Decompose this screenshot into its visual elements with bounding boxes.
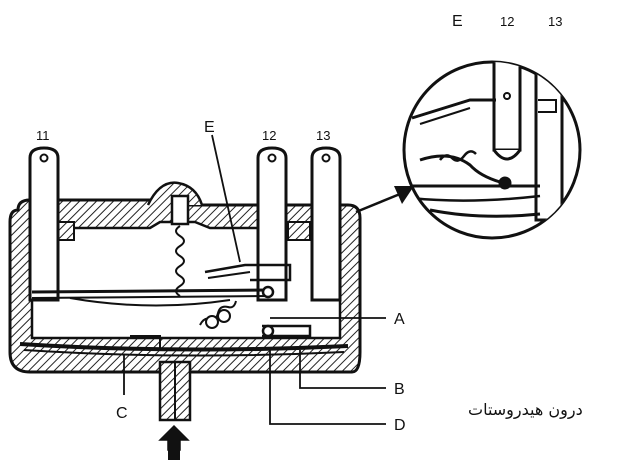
label-terminal-12: 12 bbox=[262, 128, 276, 143]
leader-lines bbox=[123, 134, 386, 425]
inset-label-terminal-12: 12 bbox=[500, 14, 514, 29]
terminal-11 bbox=[28, 146, 60, 302]
diaphragm bbox=[19, 335, 349, 357]
inset-label-terminal-13: 13 bbox=[548, 14, 562, 29]
label-terminal-13: 13 bbox=[316, 128, 330, 143]
pressure-arrow-icon bbox=[158, 424, 190, 460]
inset-label-e: E bbox=[452, 13, 463, 30]
terminal-12 bbox=[256, 146, 288, 302]
label-a: A bbox=[394, 311, 405, 328]
inset-magnified-view bbox=[402, 60, 582, 240]
housing bbox=[8, 181, 362, 374]
label-e: E bbox=[204, 119, 215, 136]
contact-lever bbox=[31, 263, 312, 338]
terminal-13 bbox=[310, 146, 342, 302]
coil-spring bbox=[175, 225, 237, 329]
diagram-caption: درون هیدروستات bbox=[468, 400, 583, 419]
label-c: C bbox=[116, 405, 128, 422]
label-d: D bbox=[394, 417, 406, 434]
magnify-arrow bbox=[355, 186, 414, 214]
label-b: B bbox=[394, 381, 405, 398]
pressure-inlet bbox=[158, 360, 192, 422]
label-terminal-11: 11 bbox=[36, 128, 50, 143]
